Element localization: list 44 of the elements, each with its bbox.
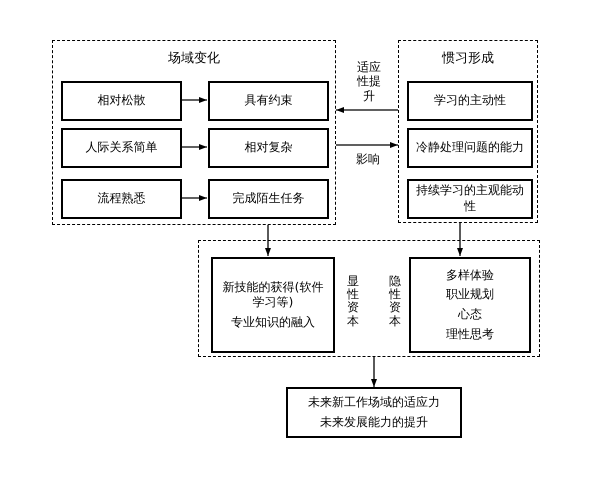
box-text: 冷静处理问题的能力 (416, 140, 524, 156)
process-box (61, 128, 182, 168)
vertical-label: 隐性资本 (389, 275, 401, 328)
process-box (286, 387, 462, 438)
box-text: 流程熟悉 (98, 191, 146, 207)
box-text: 理性思考 (446, 326, 494, 342)
process-box (61, 81, 182, 121)
box-text: 学习的主动性 (434, 93, 506, 109)
arrow (265, 225, 271, 256)
box-text: 持续学习的主观能动性 (415, 183, 525, 215)
box-text: 完成陌生任务 (232, 191, 304, 207)
box-text: 相对松散 (98, 93, 146, 109)
arrow (371, 357, 377, 387)
arrow (457, 223, 463, 256)
process-box (407, 81, 533, 121)
arrow (336, 107, 398, 113)
box-text: 未来新工作场域的适应力 (308, 394, 440, 410)
box-text: 相对复杂 (244, 140, 292, 156)
process-box (61, 179, 182, 219)
box-text: 多样体验 (446, 268, 494, 284)
arrow (181, 97, 207, 103)
box-text: 职业规划 (446, 287, 494, 303)
process-box (407, 128, 533, 168)
process-box (208, 81, 329, 121)
group-frame (198, 240, 540, 357)
process-box (208, 179, 329, 219)
arrow (181, 195, 207, 201)
box-text: 心态 (458, 307, 482, 323)
process-box (211, 257, 335, 353)
process-box (407, 179, 533, 219)
group-frame (398, 40, 538, 223)
box-text: 新技能的获得(软件学习等) (222, 280, 324, 311)
process-box (409, 257, 531, 353)
process-box (208, 128, 329, 168)
box-text: 未来发展能力的提升 (320, 414, 428, 430)
box-text: 人际关系简单 (86, 140, 158, 156)
group-title: 惯习形成 (440, 50, 495, 68)
group-frame (52, 40, 336, 225)
arrow (336, 142, 398, 148)
arrow (181, 144, 207, 150)
box-text: 专业知识的融入 (231, 314, 315, 330)
group-title: 场域变化 (167, 50, 221, 68)
box-text: 具有约束 (244, 93, 292, 109)
vertical-label: 显性资本 (347, 275, 359, 328)
